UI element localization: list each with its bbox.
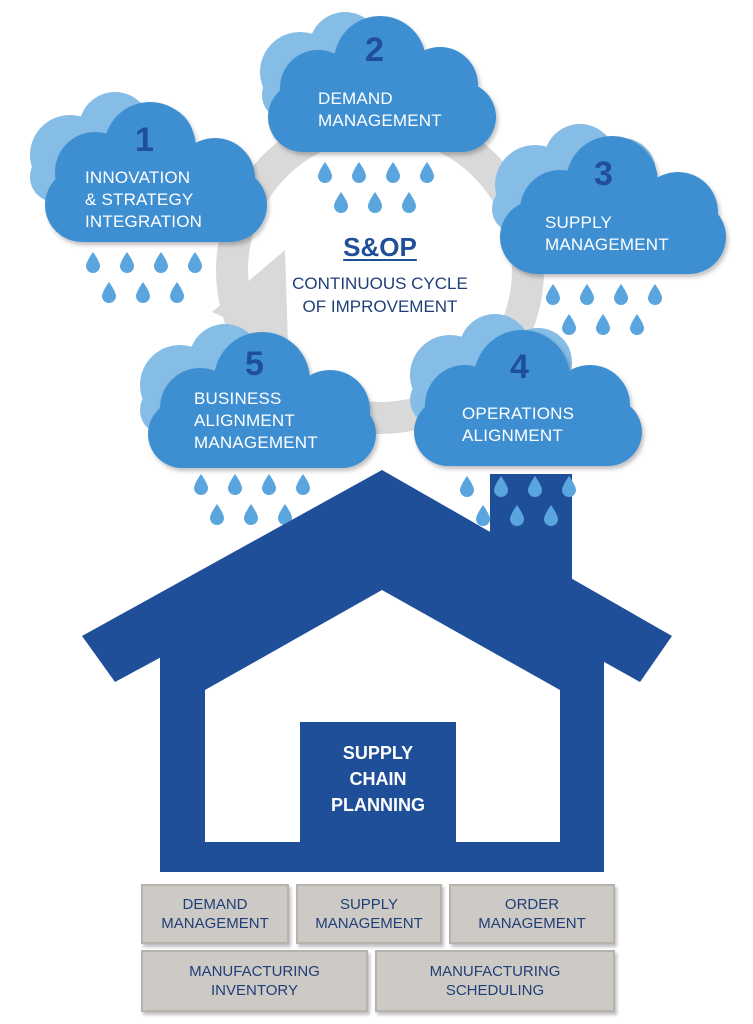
- cloud-3-line-2: MANAGEMENT: [545, 235, 669, 254]
- brick-2-line-1: SUPPLY: [339, 896, 399, 913]
- foundation-brick-demand-management: DEMAND MANAGEMENT: [141, 884, 289, 944]
- cycle-subtitle-line-1: CONTINUOUS CYCLE: [292, 274, 468, 293]
- cloud-2-label: DEMAND MANAGEMENT: [318, 88, 442, 132]
- cloud-4-line-2: ALIGNMENT: [462, 426, 563, 445]
- house-label: SUPPLY CHAIN PLANNING: [302, 740, 454, 818]
- cloud-5-line-1: BUSINESS: [194, 389, 282, 408]
- cycle-title: S&OP: [343, 232, 417, 262]
- foundation-brick-supply-management: SUPPLY MANAGEMENT: [296, 884, 442, 944]
- house-label-line-3: PLANNING: [331, 795, 425, 815]
- brick-5-line-1: MANUFACTURING: [429, 963, 561, 980]
- cloud-5-number: 5: [245, 345, 264, 383]
- cycle-subtitle: CONTINUOUS CYCLE OF IMPROVEMENT: [260, 272, 500, 318]
- raindrops-1: [86, 252, 202, 303]
- foundation-brick-order-management: ORDER MANAGEMENT: [449, 884, 615, 944]
- cycle-subtitle-line-2: OF IMPROVEMENT: [302, 297, 458, 316]
- brick-4-line-2: INVENTORY: [211, 982, 298, 999]
- cycle-arrow-head: [212, 250, 288, 345]
- cloud-1-label: INNOVATION & STRATEGY INTEGRATION: [85, 167, 202, 233]
- raindrops-2: [318, 162, 434, 213]
- cloud-3-number: 3: [594, 155, 613, 193]
- cloud-5-line-3: MANAGEMENT: [194, 433, 318, 452]
- cloud-4-label: OPERATIONS ALIGNMENT: [462, 403, 574, 447]
- foundation-brick-manufacturing-inventory: MANUFACTURING INVENTORY: [141, 950, 368, 1012]
- raindrops-3: [546, 284, 662, 335]
- house-walls: [160, 530, 604, 872]
- brick-5-line-2: SCHEDULING: [445, 982, 545, 999]
- raindrops-5: [194, 474, 310, 525]
- cloud-4-line-1: OPERATIONS: [462, 404, 575, 423]
- house-label-line-2: CHAIN: [349, 769, 407, 789]
- cloud-5-line-2: ALIGNMENT: [194, 411, 295, 430]
- cloud-4: [410, 314, 642, 466]
- brick-2-line-2: MANAGEMENT: [315, 915, 423, 932]
- brick-3-line-1: ORDER: [504, 896, 560, 913]
- cloud-1-line-1: INNOVATION: [85, 168, 191, 187]
- cloud-1-number: 1: [135, 121, 154, 159]
- cloud-3-label: SUPPLY MANAGEMENT: [545, 212, 669, 256]
- cloud-5: [140, 324, 376, 525]
- house-label-line-1: SUPPLY: [342, 743, 414, 763]
- cloud-1: [30, 92, 267, 303]
- brick-1-line-1: DEMAND: [182, 896, 248, 913]
- brick-4-line-1: MANUFACTURING: [189, 963, 320, 980]
- foundation-brick-manufacturing-scheduling: MANUFACTURING SCHEDULING: [375, 950, 615, 1012]
- cloud-2-number: 2: [365, 31, 384, 69]
- brick-1-line-2: MANAGEMENT: [161, 915, 269, 932]
- roof: [82, 470, 672, 682]
- cloud-1-line-3: INTEGRATION: [85, 212, 203, 231]
- cloud-2: [260, 12, 496, 213]
- cloud-3-line-1: SUPPLY: [545, 213, 613, 232]
- cloud-4-number: 4: [510, 348, 529, 386]
- cloud-3: [492, 124, 726, 335]
- cloud-2-line-1: DEMAND: [318, 89, 393, 108]
- cloud-5-label: BUSINESS ALIGNMENT MANAGEMENT: [194, 388, 318, 454]
- cloud-2-line-2: MANAGEMENT: [318, 111, 442, 130]
- cloud-1-line-2: & STRATEGY: [85, 190, 194, 209]
- house-center-box: [300, 722, 456, 844]
- brick-3-line-2: MANAGEMENT: [478, 915, 586, 932]
